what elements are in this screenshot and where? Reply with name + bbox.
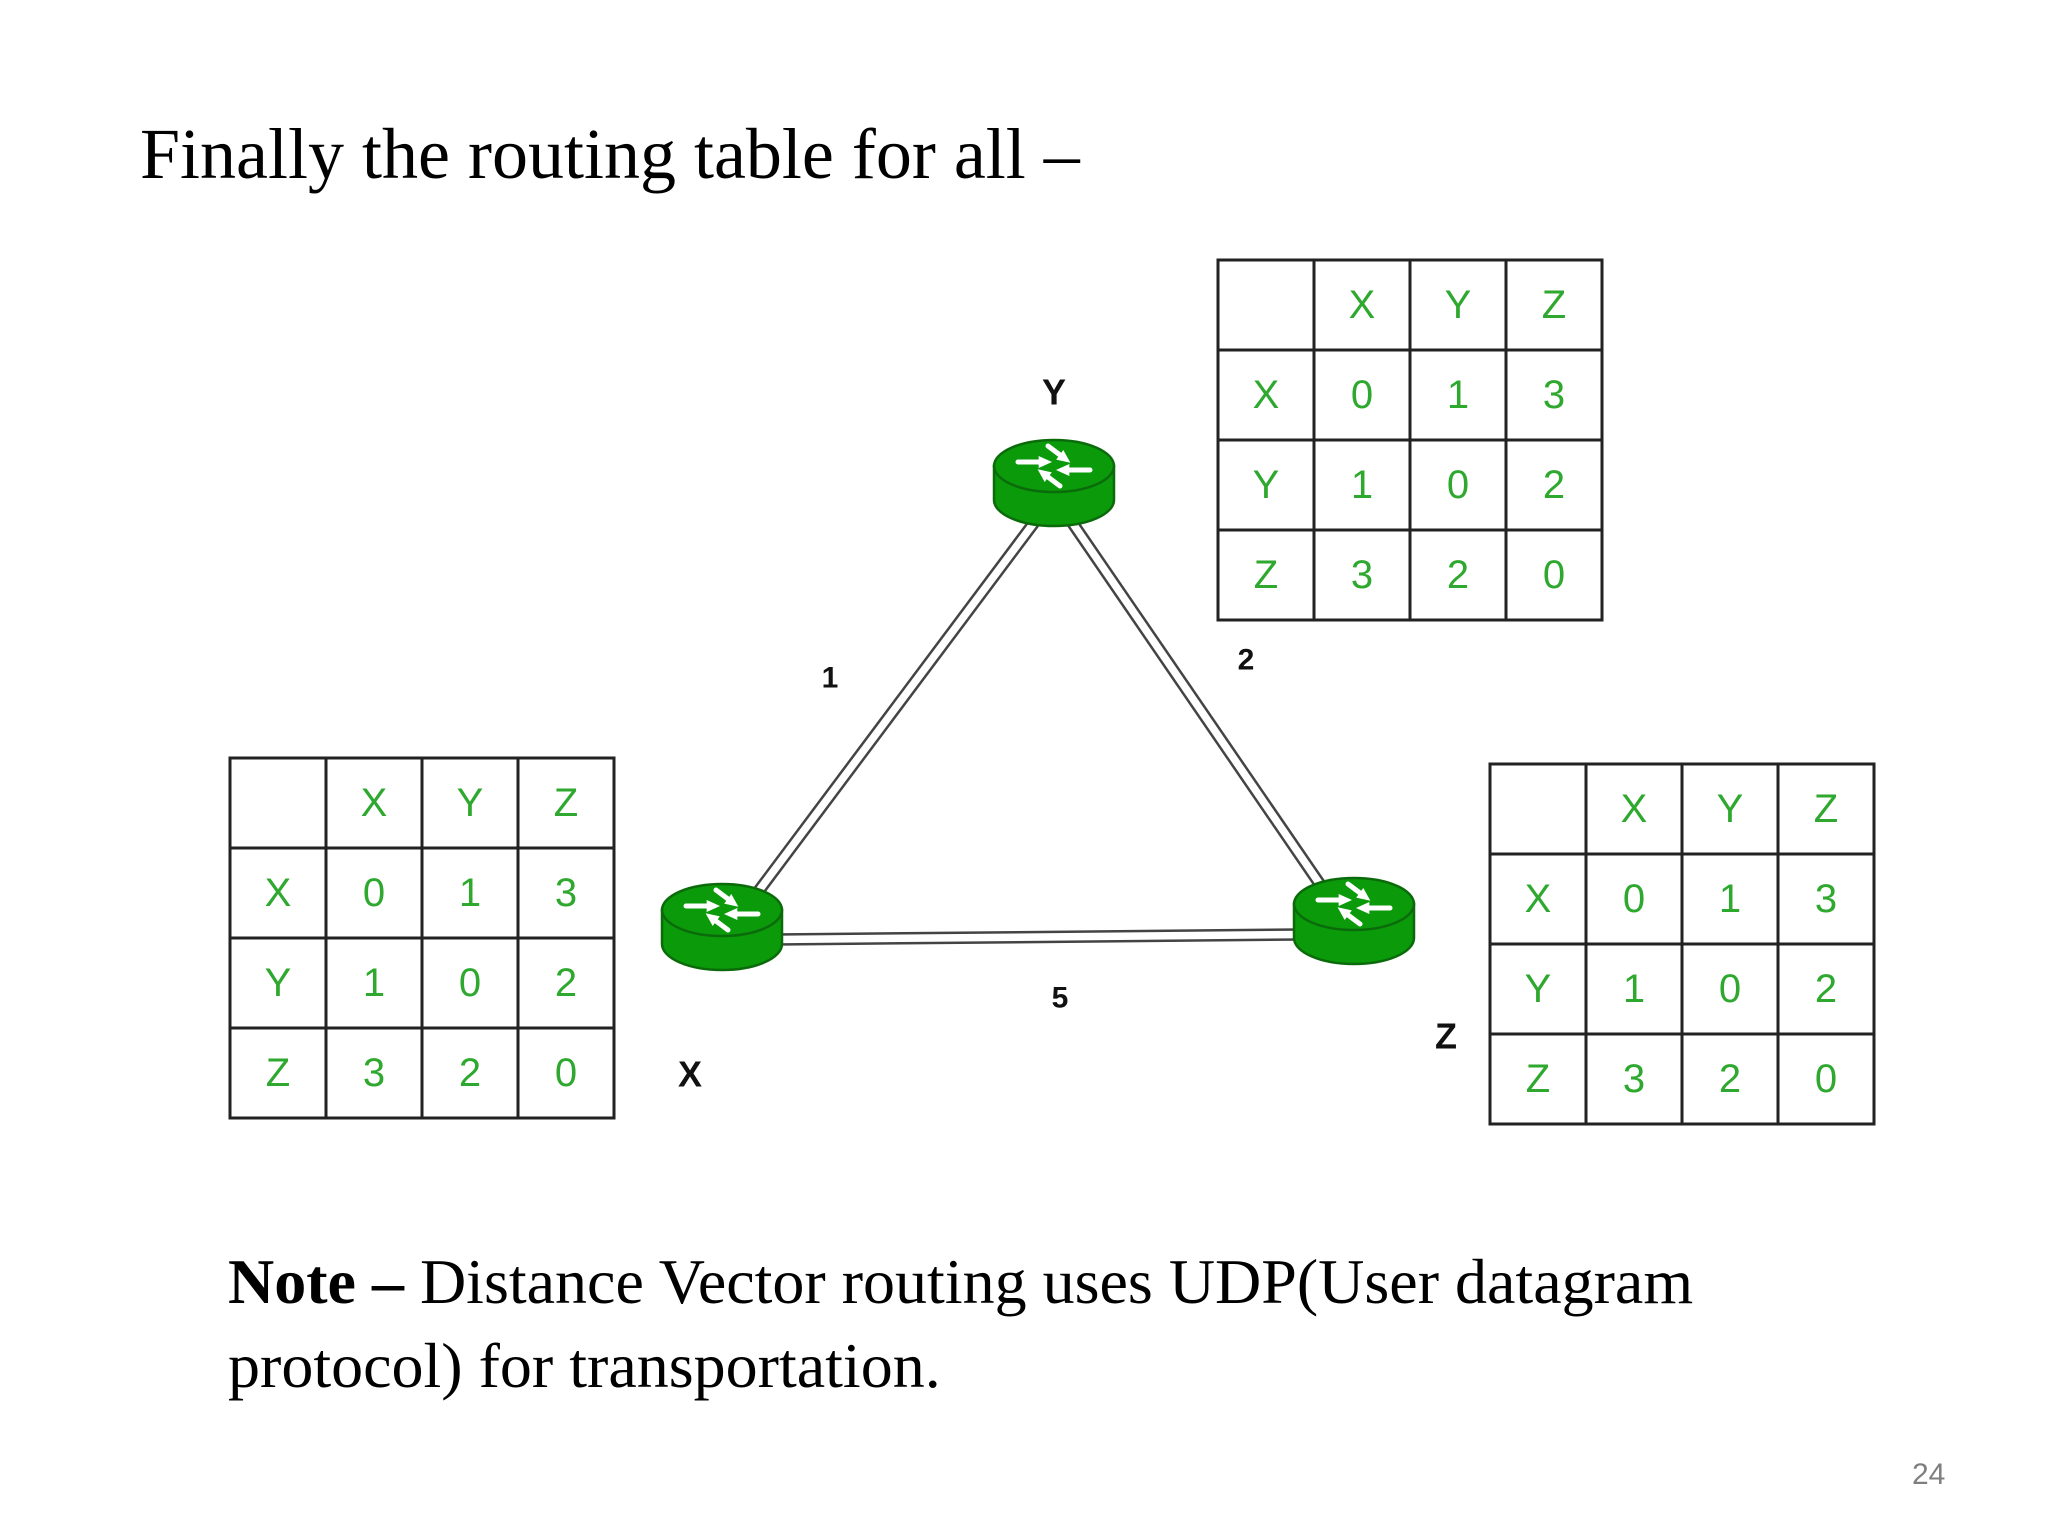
table-row-label: X xyxy=(1253,373,1280,417)
table-row-label: X xyxy=(265,871,292,915)
link-line xyxy=(721,927,1354,937)
table-row-label: Y xyxy=(1525,967,1552,1011)
table-header-cell: Y xyxy=(1445,283,1472,327)
table-cell: 1 xyxy=(1447,373,1469,417)
table-cell: 3 xyxy=(1815,877,1837,921)
note-paragraph: Note – Distance Vector routing uses UDP(… xyxy=(228,1240,1928,1408)
table-cell: 2 xyxy=(1815,967,1837,1011)
table-cell: 1 xyxy=(363,961,385,1005)
router-icon xyxy=(992,438,1116,528)
table-cell: 0 xyxy=(1623,877,1645,921)
router-label: Y xyxy=(1042,372,1066,413)
table-cell: 0 xyxy=(1447,463,1469,507)
link-line xyxy=(725,498,1060,944)
table-header-cell: Z xyxy=(1814,787,1838,831)
table-cell: 2 xyxy=(1719,1057,1741,1101)
link-cost-label: 1 xyxy=(822,662,839,695)
router-icon xyxy=(660,882,784,972)
page-number: 24 xyxy=(1912,1458,1946,1491)
table-header-cell: Y xyxy=(457,781,484,825)
link-line xyxy=(716,492,1051,938)
router-x: X xyxy=(660,882,784,1095)
table-cell: 1 xyxy=(1351,463,1373,507)
table-cell: 2 xyxy=(555,961,577,1005)
link-x-z: 5 xyxy=(721,927,1355,1015)
table-cell: 0 xyxy=(555,1051,577,1095)
link-cost-label: 2 xyxy=(1238,644,1255,677)
table-row-label: Y xyxy=(1253,463,1280,507)
table-header-cell: X xyxy=(1621,787,1648,831)
link-cost-label: 5 xyxy=(1052,982,1069,1015)
table-row-label: Z xyxy=(266,1051,290,1095)
table-row-label: Z xyxy=(1254,553,1278,597)
link-line xyxy=(722,937,1355,947)
table-header-cell: Y xyxy=(1717,787,1744,831)
table-cell: 0 xyxy=(459,961,481,1005)
table-cell: 2 xyxy=(459,1051,481,1095)
router-z: Z xyxy=(1292,876,1457,1057)
link-line xyxy=(1048,498,1351,938)
slide-title: Finally the routing table for all – xyxy=(140,114,1080,194)
table-row-label: Z xyxy=(1526,1057,1550,1101)
table-cell: 0 xyxy=(1543,553,1565,597)
link-line xyxy=(1057,492,1360,932)
table-cell: 3 xyxy=(1351,553,1373,597)
router-icon xyxy=(1292,876,1416,966)
table-cell: 1 xyxy=(1719,877,1741,921)
table-cell: 3 xyxy=(555,871,577,915)
link-x-y: 1 xyxy=(716,492,1060,944)
router-label: Z xyxy=(1435,1016,1457,1057)
table-row-label: Y xyxy=(265,961,292,1005)
table-header-cell: Z xyxy=(1542,283,1566,327)
router-y: Y xyxy=(992,372,1116,528)
router-label: X xyxy=(678,1054,702,1095)
table-cell: 1 xyxy=(459,871,481,915)
note-text: Distance Vector routing uses UDP(User da… xyxy=(228,1246,1694,1401)
table-header-cell: Z xyxy=(554,781,578,825)
routers-layer: X Y Z xyxy=(660,372,1457,1095)
table-cell: 2 xyxy=(1447,553,1469,597)
table-cell: 3 xyxy=(1623,1057,1645,1101)
note-label: Note – xyxy=(228,1246,404,1317)
table-cell: 0 xyxy=(363,871,385,915)
links-layer: 1 2 5 xyxy=(716,492,1360,1015)
link-y-z: 2 xyxy=(1048,492,1360,938)
table-header-cell: X xyxy=(1349,283,1376,327)
table-cell: 0 xyxy=(1351,373,1373,417)
table-header-cell: X xyxy=(361,781,388,825)
table-cell: 0 xyxy=(1719,967,1741,1011)
table-cell: 3 xyxy=(363,1051,385,1095)
table-cell: 3 xyxy=(1543,373,1565,417)
table-cell: 1 xyxy=(1623,967,1645,1011)
table-row-label: X xyxy=(1525,877,1552,921)
table-cell: 2 xyxy=(1543,463,1565,507)
table-cell: 0 xyxy=(1815,1057,1837,1101)
